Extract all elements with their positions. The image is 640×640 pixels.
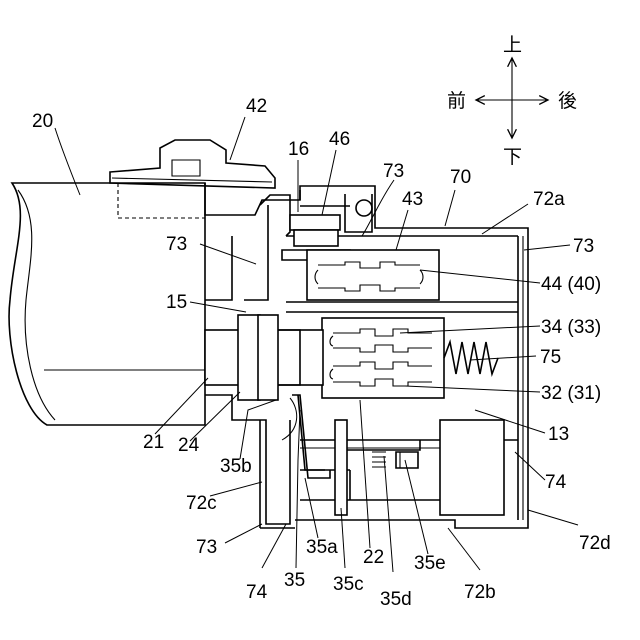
switch-block [322, 318, 444, 398]
label-72a: 72a [533, 189, 565, 210]
spring-75 [444, 342, 498, 374]
label-70: 70 [450, 167, 471, 188]
label-22: 22 [363, 547, 384, 568]
label-46: 46 [329, 129, 350, 150]
label-72b: 72b [464, 582, 496, 603]
label-24: 24 [178, 435, 200, 456]
label-42: 42 [246, 96, 267, 117]
label-72d: 72d [579, 533, 611, 554]
label-20: 20 [32, 111, 53, 132]
label-32-31: 32 (31) [541, 383, 601, 404]
label-35: 35 [284, 570, 305, 591]
direction-indicator: 上 下 前 後 [447, 34, 577, 168]
direction-down-label: 下 [503, 147, 522, 168]
label-73-top: 73 [383, 161, 404, 182]
label-35c: 35c [333, 574, 364, 595]
label-35d: 35d [380, 589, 412, 610]
label-73-right: 73 [573, 236, 594, 257]
label-44-40: 44 (40) [541, 274, 601, 295]
label-74-bottom: 74 [246, 582, 268, 603]
plunger-part [205, 315, 323, 400]
label-15: 15 [166, 292, 187, 313]
label-21: 21 [143, 432, 164, 453]
label-72c: 72c [186, 493, 217, 514]
label-75: 75 [540, 347, 561, 368]
switch-44 [307, 250, 439, 300]
label-43: 43 [402, 189, 423, 210]
label-13: 13 [548, 424, 569, 445]
direction-rear-label: 後 [558, 90, 577, 112]
label-74-right: 74 [545, 472, 567, 493]
contact-35 [292, 395, 420, 515]
lever-part [110, 140, 300, 215]
label-34-33: 34 (33) [541, 317, 601, 338]
label-35b: 35b [220, 456, 252, 477]
direction-front-label: 前 [447, 90, 466, 112]
label-16: 16 [288, 139, 309, 160]
label-73-left: 73 [166, 234, 187, 255]
direction-up-label: 上 [503, 34, 522, 56]
label-73-bottom: 73 [196, 537, 217, 558]
label-35a: 35a [306, 537, 338, 558]
label-35e: 35e [414, 553, 446, 574]
